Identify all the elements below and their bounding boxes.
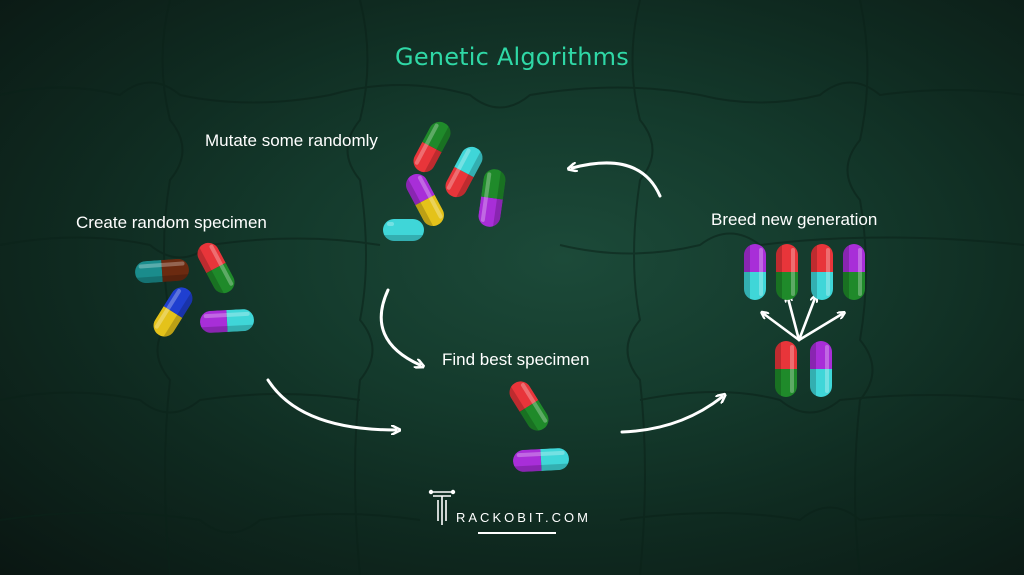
pill-gen-2 <box>776 244 798 300</box>
step-label-mutate: Mutate some randomly <box>205 131 378 150</box>
pill-mutate-half <box>383 219 424 241</box>
pill-gen-3 <box>811 244 833 300</box>
breed-arrow-4 <box>797 314 842 342</box>
pill-parent-1 <box>775 341 797 397</box>
breeding-arrows <box>764 298 842 342</box>
step-label-create: Create random specimen <box>76 213 267 232</box>
pills-layer <box>134 117 865 473</box>
pill-best-1 <box>505 377 553 435</box>
brand-text: RACKOBIT.COM <box>456 510 591 525</box>
pill-parent-2 <box>810 341 832 397</box>
step-label-find: Find best specimen <box>442 350 590 369</box>
pill-mutate-2 <box>441 142 487 202</box>
pill-mutate-3 <box>477 167 507 229</box>
breed-arrow-3 <box>797 298 815 342</box>
pill-create-2 <box>193 238 239 298</box>
brand-logo: RACKOBIT.COM <box>428 487 608 537</box>
breed-arrow-1 <box>764 314 801 342</box>
flow-arrows <box>266 161 722 434</box>
pill-gen-4 <box>843 244 865 300</box>
arrow-breed-to-mutate <box>572 161 662 198</box>
diagram-title: Genetic Algorithms <box>395 43 629 71</box>
pill-create-4 <box>199 308 255 334</box>
pill-create-3 <box>149 283 197 341</box>
arrow-create-to-find <box>266 378 396 430</box>
pill-mutate-4 <box>402 170 448 230</box>
pill-best-2 <box>512 447 570 473</box>
step-label-breed: Breed new generation <box>711 210 878 229</box>
arrow-find-to-breed <box>620 397 722 434</box>
trackobit-logo-icon <box>428 489 456 525</box>
pill-create-1 <box>134 258 190 284</box>
arrow-mutate-to-find <box>379 288 420 365</box>
pill-gen-1 <box>744 244 766 300</box>
brand-underline <box>478 532 556 534</box>
breed-arrow-2 <box>788 298 801 342</box>
pill-mutate-1 <box>409 117 455 177</box>
